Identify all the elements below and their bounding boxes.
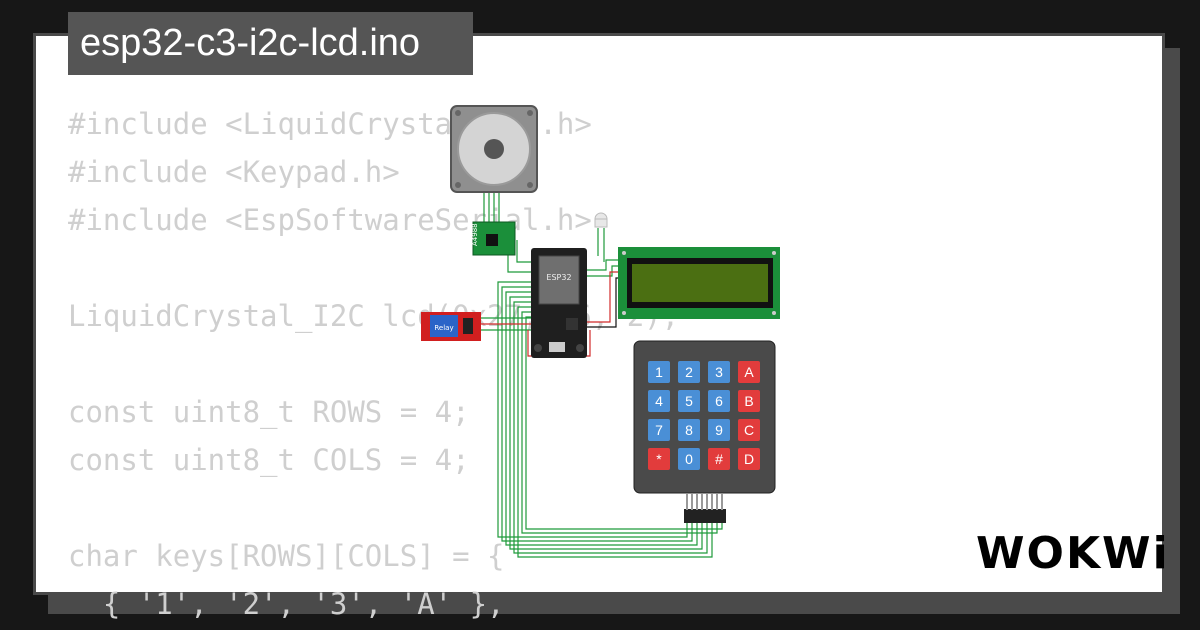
keypad-key: 6 bbox=[708, 390, 730, 412]
stepper-motor bbox=[450, 105, 538, 193]
wokwi-logo: WOKWi bbox=[976, 528, 1170, 579]
code-line: char keys[ROWS][COLS] = { bbox=[68, 539, 505, 573]
keypad-key-label: 9 bbox=[715, 422, 723, 438]
code-line: const uint8_t ROWS = 4; bbox=[68, 395, 470, 429]
keypad-key-label: 0 bbox=[685, 451, 693, 467]
code-line: { '1', '2', '3', 'A' }, bbox=[68, 587, 505, 621]
keypad-key: # bbox=[708, 448, 730, 470]
relay-label: Relay bbox=[434, 324, 453, 332]
keypad-key-label: D bbox=[744, 451, 754, 467]
relay-module: Relay bbox=[421, 312, 481, 341]
led bbox=[594, 212, 608, 228]
keypad-key-label: * bbox=[656, 451, 662, 467]
keypad-key: A bbox=[738, 361, 760, 383]
keypad-key: D bbox=[738, 448, 760, 470]
keypad: 1 2 3 A 4 5 6 B 7 8 9 C * 0 # D bbox=[633, 340, 776, 523]
code-line: #include <Keypad.h> bbox=[68, 155, 400, 189]
keypad-key: 2 bbox=[678, 361, 700, 383]
code-line: const uint8_t COLS = 4; bbox=[68, 443, 470, 477]
keypad-key-label: 4 bbox=[655, 393, 663, 409]
keypad-key: 8 bbox=[678, 419, 700, 441]
keypad-key-label: 6 bbox=[715, 393, 723, 409]
keypad-key: 3 bbox=[708, 361, 730, 383]
keypad-key-label: 1 bbox=[655, 364, 663, 380]
esp32-label: ESP32 bbox=[546, 273, 571, 282]
driver-label: A4988 bbox=[471, 223, 479, 246]
keypad-key: * bbox=[648, 448, 670, 470]
code-line: #include <EspSoftwareSerial.h> bbox=[68, 203, 592, 237]
keypad-key: C bbox=[738, 419, 760, 441]
keypad-key: B bbox=[738, 390, 760, 412]
keypad-key-label: 7 bbox=[655, 422, 663, 438]
file-title: esp32-c3-i2c-lcd.ino bbox=[68, 12, 473, 75]
keypad-key: 1 bbox=[648, 361, 670, 383]
keypad-key: 9 bbox=[708, 419, 730, 441]
keypad-key-label: 5 bbox=[685, 393, 693, 409]
keypad-key: 5 bbox=[678, 390, 700, 412]
esp32-board: ESP32 bbox=[531, 248, 587, 358]
keypad-key-label: # bbox=[715, 451, 723, 467]
stepper-driver: A4988 bbox=[471, 221, 516, 256]
keypad-key: 4 bbox=[648, 390, 670, 412]
keypad-key-label: 3 bbox=[715, 364, 723, 380]
keypad-key: 7 bbox=[648, 419, 670, 441]
keypad-wires bbox=[497, 281, 723, 558]
lcd-display bbox=[618, 247, 780, 319]
keypad-key: 0 bbox=[678, 448, 700, 470]
keypad-key-label: C bbox=[744, 422, 754, 438]
keypad-key-label: 2 bbox=[685, 364, 693, 380]
keypad-key-label: B bbox=[744, 393, 753, 409]
keypad-key-label: 8 bbox=[685, 422, 693, 438]
keypad-key-label: A bbox=[744, 364, 754, 380]
